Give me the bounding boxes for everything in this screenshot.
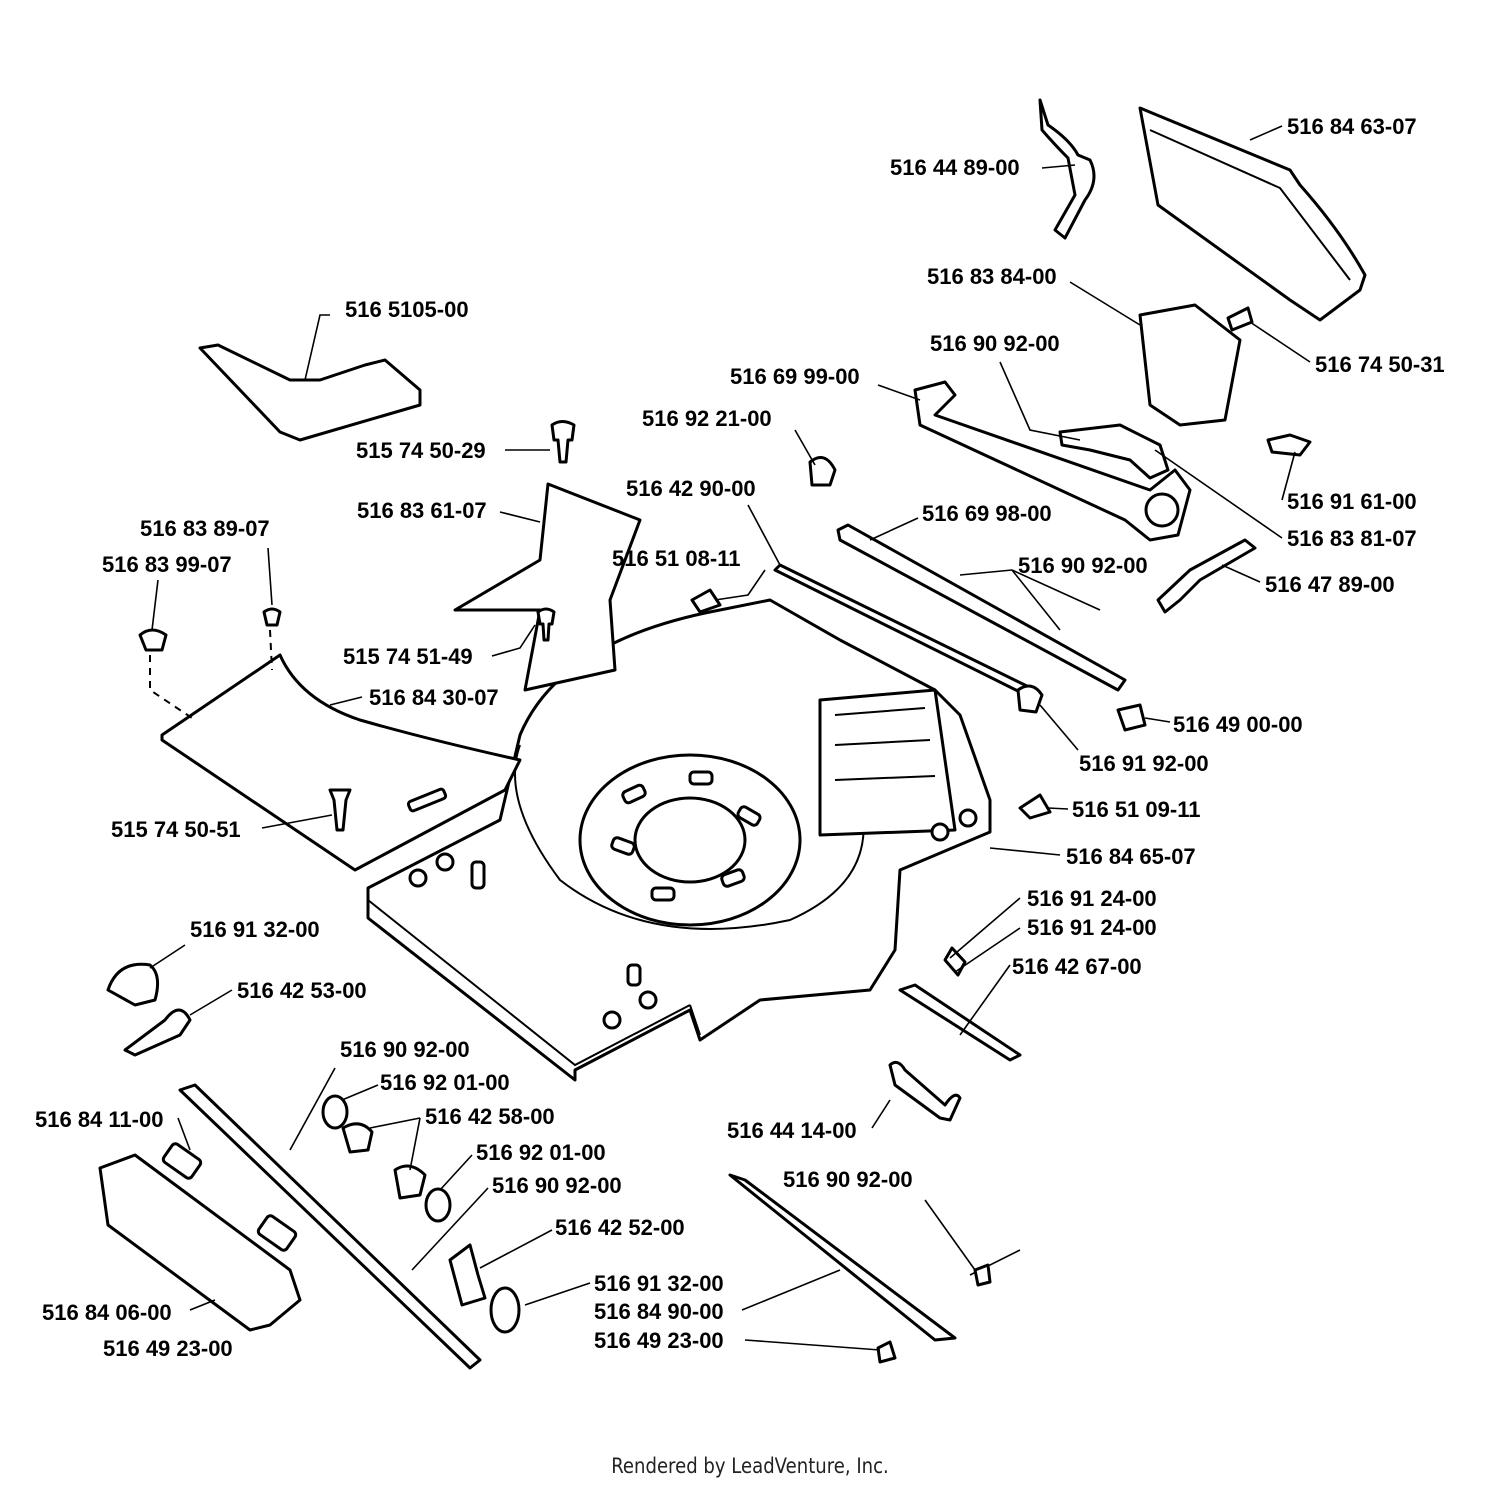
label-516-91-24-00-b: 516 91 24-00 (1027, 915, 1157, 940)
bracket-516-47-89-00 (1156, 538, 1257, 614)
bracket-516-42-67-00 (898, 983, 1022, 1062)
label-516-51-08-11: 516 51 08-11 (612, 546, 740, 571)
label-516-44-14-00: 516 44 14-00 (727, 1118, 857, 1143)
screw-516-74-50-31 (1226, 306, 1254, 332)
bracket-516-42-53-00 (123, 1008, 192, 1057)
arm-516-83-81-07 (1058, 423, 1170, 480)
screw-515-74-50-29 (550, 420, 576, 464)
label-516-49-00-00: 516 49 00-00 (1173, 712, 1303, 737)
label-516-91-61-00: 516 91 61-00 (1287, 489, 1417, 514)
clip-516-51-08-11 (690, 588, 722, 614)
clip-516-91-61-00 (1266, 433, 1312, 457)
bracket-516-42-52-00 (448, 1243, 487, 1307)
pad-516-84-11-00-b (256, 1214, 298, 1252)
label-516-84-63-07: 516 84 63-07 (1287, 114, 1417, 139)
label-516-49-23-00-a: 516 49 23-00 (103, 1336, 233, 1361)
label-516-44-89-00: 516 44 89-00 (890, 155, 1020, 180)
deflector-516-84-63-07 (1138, 106, 1367, 322)
label-516-5105-00: 516 5105-00 (345, 297, 469, 322)
label-515-74-50-29: 515 74 50-29 (356, 438, 486, 463)
label-516-42-67-00: 516 42 67-00 (1012, 954, 1142, 979)
label-515-74-50-51: 515 74 50-51 (111, 817, 241, 842)
label-516-84-65-07: 516 84 65-07 (1066, 844, 1196, 869)
spring-516-44-89-00 (1038, 98, 1096, 240)
washer-516-92-01-00-bottom (424, 1187, 452, 1223)
screw-515-74-50-51 (328, 788, 352, 832)
lever-516-69-99-00 (913, 380, 1192, 542)
part-labels: 516 44 89-00 516 84 63-07 516 83 84-00 5… (35, 114, 1445, 1361)
spring-516-44-14-00 (888, 1060, 962, 1122)
label-516-84-06-00: 516 84 06-00 (42, 1300, 172, 1325)
label-516-84-90-00: 516 84 90-00 (594, 1299, 724, 1324)
label-516-83-84-00: 516 83 84-00 (927, 264, 1057, 289)
plug-516-83-89-07 (262, 607, 282, 627)
blade-516-84-90-00 (728, 1173, 957, 1342)
label-516-69-98-00: 516 69 98-00 (922, 501, 1052, 526)
label-516-92-01-00-b: 516 92 01-00 (476, 1140, 606, 1165)
label-516-90-92-00-d: 516 90 92-00 (492, 1173, 622, 1198)
front-axle-bar (178, 1083, 482, 1370)
handle-516-84-06-00 (98, 1153, 302, 1332)
label-516-42-90-00: 516 42 90-00 (626, 476, 756, 501)
clip-516-49-00-00 (1116, 703, 1147, 732)
label-516-90-92-00-c: 516 90 92-00 (340, 1037, 470, 1062)
bushing-516-42-58-00-top (341, 1122, 374, 1154)
cap-516-92-21-00 (808, 456, 837, 487)
wheel-516-91-32-00-right (489, 1286, 521, 1334)
bolt-516-90-92-00-blade (973, 1263, 992, 1287)
label-516-47-89-00: 516 47 89-00 (1265, 572, 1395, 597)
label-516-42-58-00: 516 42 58-00 (425, 1104, 555, 1129)
deck-housing (366, 598, 992, 1082)
label-516-42-53-00: 516 42 53-00 (237, 978, 367, 1003)
label-516-90-92-00-a: 516 90 92-00 (930, 331, 1060, 356)
bushing-516-42-58-00-bottom (393, 1164, 427, 1200)
label-516-83-89-07: 516 83 89-07 (140, 516, 270, 541)
label-516-91-32-00-b: 516 91 32-00 (594, 1271, 724, 1296)
label-516-84-11-00: 516 84 11-00 (35, 1107, 163, 1132)
label-516-92-01-00-a: 516 92 01-00 (380, 1070, 510, 1095)
label-516-83-99-07: 516 83 99-07 (102, 552, 232, 577)
slot-plate (406, 787, 448, 813)
label-516-84-30-07: 516 84 30-07 (369, 685, 499, 710)
wheel-516-91-32-00-left (106, 962, 160, 1007)
plug-516-83-99-07 (138, 628, 168, 652)
label-516-74-50-31: 516 74 50-31 (1315, 352, 1445, 377)
label-516-92-21-00: 516 92 21-00 (642, 406, 772, 431)
screw-515-74-51-49 (536, 607, 556, 642)
rear-cover-plate (160, 653, 522, 872)
label-516-90-92-00-e: 516 90 92-00 (783, 1167, 913, 1192)
bracket-516-91-24-00 (943, 946, 967, 977)
label-516-51-09-11: 516 51 09-11 (1072, 797, 1200, 822)
label-516-90-92-00-b: 516 90 92-00 (1018, 553, 1148, 578)
leader-lines (149, 125, 1311, 1351)
rod-516-69-98-00 (836, 523, 1127, 692)
label-515-74-51-49: 515 74 51-49 (343, 644, 473, 669)
label-516-91-32-00-a: 516 91 32-00 (190, 917, 320, 942)
label-516-69-99-00: 516 69 99-00 (730, 364, 860, 389)
mount-line-right (269, 629, 273, 671)
label-516-91-92-00: 516 91 92-00 (1079, 751, 1209, 776)
chute-516-83-84-00 (1138, 303, 1242, 427)
washer-516-92-01-00-top (321, 1094, 349, 1130)
label-516-91-24-00-a: 516 91 24-00 (1027, 886, 1157, 911)
nut-516-49-23-00-blade (876, 1340, 897, 1364)
label-516-49-23-00-b: 516 49 23-00 (594, 1328, 724, 1353)
mount-line-left (149, 655, 196, 721)
plate-516-83-61-07 (453, 482, 642, 692)
clip-516-51-09-11 (1018, 793, 1052, 820)
bracket-516-5105-00 (198, 343, 422, 442)
footer-credit: Rendered by LeadVenture, Inc. (611, 1454, 889, 1478)
pad-516-84-11-00-a (161, 1142, 203, 1180)
bushing-516-91-92-00 (1016, 684, 1044, 714)
label-516-42-52-00: 516 42 52-00 (555, 1215, 685, 1240)
label-516-83-81-07: 516 83 81-07 (1287, 526, 1417, 551)
label-516-83-61-07: 516 83 61-07 (357, 498, 487, 523)
